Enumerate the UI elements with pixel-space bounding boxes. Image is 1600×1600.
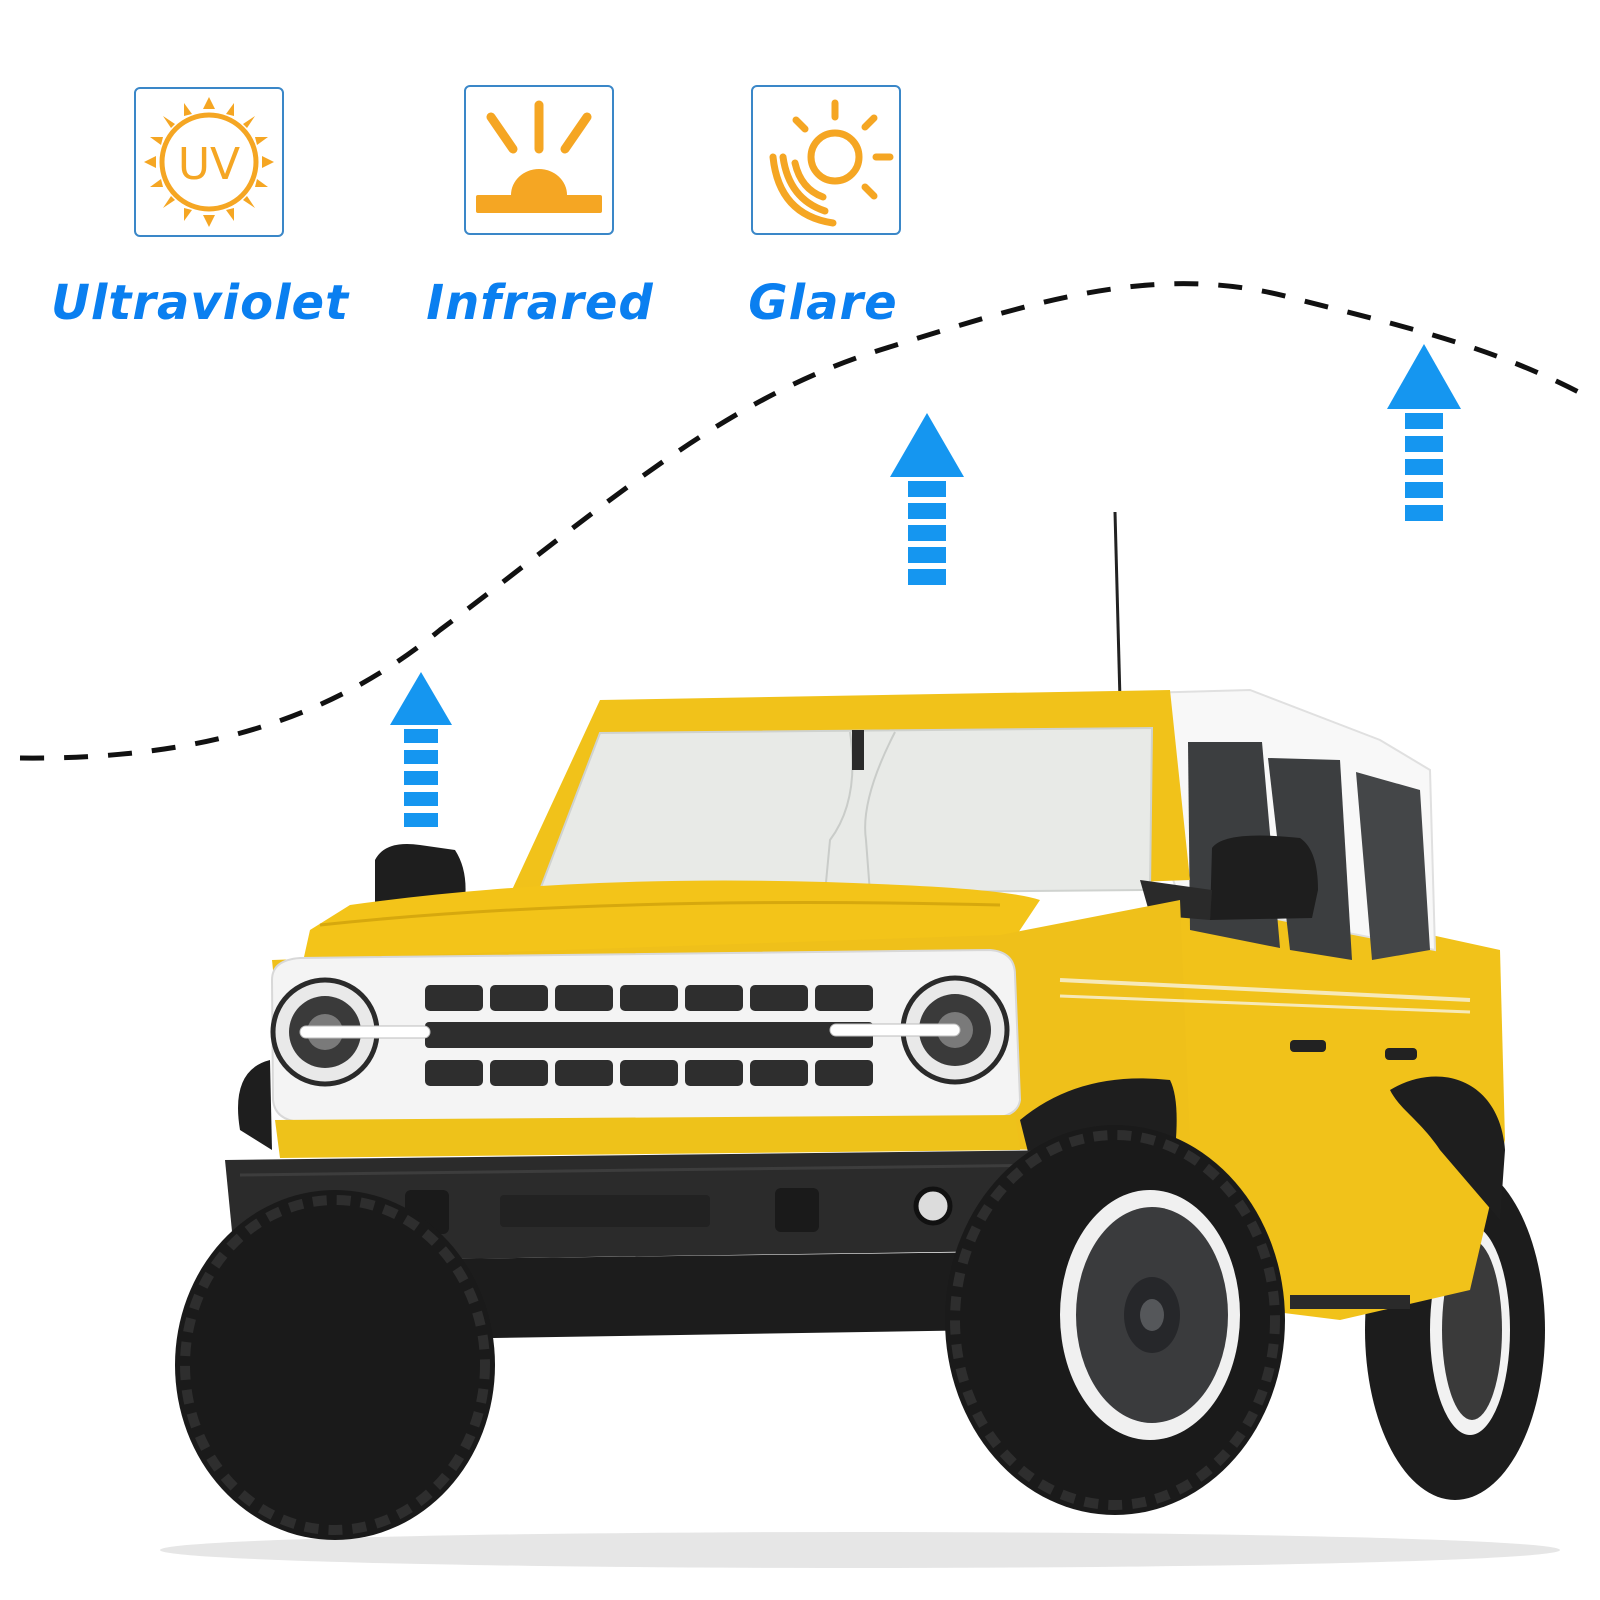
uv-badge-text: UV [178, 139, 240, 190]
sun-glare-icon [769, 99, 894, 227]
uv-sun-icon: UV [144, 97, 274, 227]
uv-icon-box: UV [134, 87, 284, 237]
yellow-suv [175, 511, 1545, 1540]
glare-icon-box [751, 85, 901, 235]
protection-curve [19, 281, 1592, 761]
headlight-right [829, 975, 1010, 1085]
front-right-tire [945, 1125, 1285, 1515]
glare-label: Glare [748, 275, 898, 331]
arrow-up-left [390, 672, 452, 827]
front-left-tire [175, 1190, 495, 1540]
infrared-icon-box [464, 85, 614, 235]
sunrise-infrared-icon [476, 100, 602, 213]
infrared-label: Infrared [426, 275, 654, 331]
ground-shadow [160, 1532, 1560, 1568]
headlight-left [270, 977, 431, 1087]
arrow-up-right [1387, 344, 1461, 521]
ultraviolet-label: Ultraviolet [50, 275, 350, 331]
arrow-up-middle [890, 413, 964, 585]
